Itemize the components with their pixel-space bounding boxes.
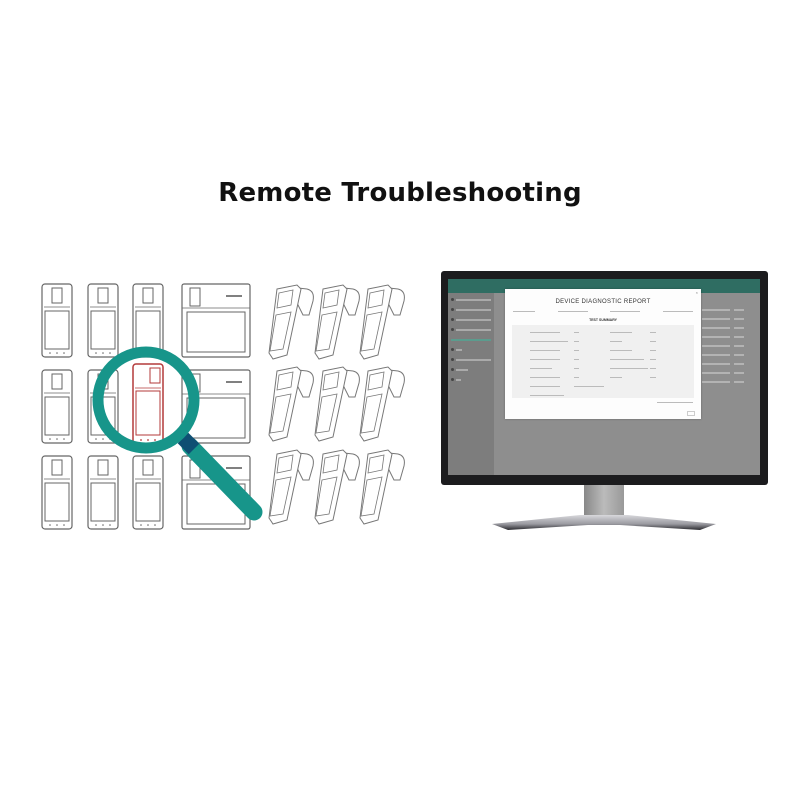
pos-terminal [268,284,314,360]
monitor-stand-base [492,515,716,530]
pos-terminal [314,284,360,360]
test-summary-table [512,325,694,398]
handheld-device [87,283,119,358]
sidebar-item[interactable] [451,346,491,353]
handheld-device [41,455,73,530]
handheld-device [87,455,119,530]
sidebar-item[interactable] [451,326,491,333]
handheld-device [132,455,164,530]
app-sidebar [448,293,494,475]
sidebar-item[interactable] [451,366,491,373]
pos-terminal [359,449,405,525]
pos-terminal [314,366,360,442]
pos-terminal [268,366,314,442]
sidebar-item[interactable] [451,316,491,323]
pos-terminal [314,449,360,525]
handheld-device [41,369,73,444]
dialog-meta [513,311,693,312]
sidebar-item[interactable] [451,296,491,303]
handheld-device [41,283,73,358]
sidebar-item-active[interactable] [451,336,491,343]
test-column-right [610,328,690,382]
pos-terminal [268,449,314,525]
sidebar-item[interactable] [451,356,491,363]
monitor: × DEVICE DIAGNOSTIC REPORT TEST SUMMARY [441,271,768,485]
page-headline: Remote Troubleshooting [218,178,582,208]
dialog-action-button[interactable] [686,411,695,416]
magnifier-icon [92,346,263,521]
handheld-device [132,283,164,358]
test-summary-heading: TEST SUMMARY [589,318,617,322]
tablet-device [181,283,251,358]
test-column-left [530,328,610,400]
sidebar-item[interactable] [451,306,491,313]
report-footnote [657,401,693,404]
pos-terminal [359,284,405,360]
sidebar-item[interactable] [451,376,491,383]
highlighted-device [132,363,164,445]
monitor-stand-neck [584,485,624,515]
close-icon[interactable]: × [695,290,698,295]
monitor-screen: × DEVICE DIAGNOSTIC REPORT TEST SUMMARY [448,279,760,475]
pos-terminal [359,366,405,442]
diagnostic-report-dialog: × DEVICE DIAGNOSTIC REPORT TEST SUMMARY [505,289,701,419]
dialog-title: DEVICE DIAGNOSTIC REPORT [555,299,651,305]
device-table [702,309,752,390]
